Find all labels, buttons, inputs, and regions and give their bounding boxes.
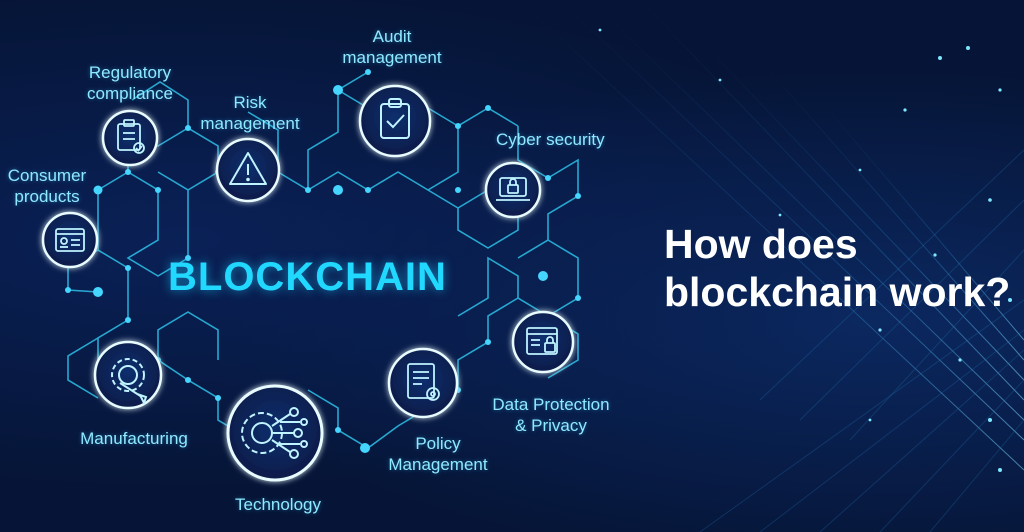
data-protection-label: Data Protection & Privacy [492,395,610,435]
clipboard-check-icon [117,119,145,154]
laptop-lock-icon [496,177,530,201]
audit-management-node [358,84,432,158]
audit-management-label: Audit management [342,27,442,67]
data-protection-node [511,310,575,374]
policy-management-label: Policy Management [388,434,488,474]
headline-line-2: blockchain work? [664,269,1011,315]
circuit-gear-icon [241,407,308,459]
manufacturing-node [93,340,163,410]
manufacturing-label: Manufacturing [80,429,188,448]
light-streaks-decoration [519,0,1024,532]
light-dots-decoration [598,28,1012,472]
technology-label: Technology [234,495,321,514]
consumer-products-node [41,211,99,269]
blockchain-center-title: BLOCKCHAIN [168,255,447,299]
policy-management-node [387,347,459,419]
warning-icon [229,152,267,185]
cyber-security-node [484,161,542,219]
document-gear-icon [407,363,440,401]
risk-management-label: Risk management [200,93,300,133]
id-card-icon [55,228,85,252]
consumer-products-label: Consumer products [7,166,87,206]
headline: How does blockchain work? [664,220,1010,316]
clipboard-checkmark-icon [380,98,410,139]
regulatory-compliance-label: Regulatory compliance [87,63,173,103]
browser-lock-icon [526,327,558,355]
cyber-security-label: Cyber security [496,130,605,149]
gear-wrench-icon [111,358,148,406]
headline-line-1: How does [664,221,858,267]
